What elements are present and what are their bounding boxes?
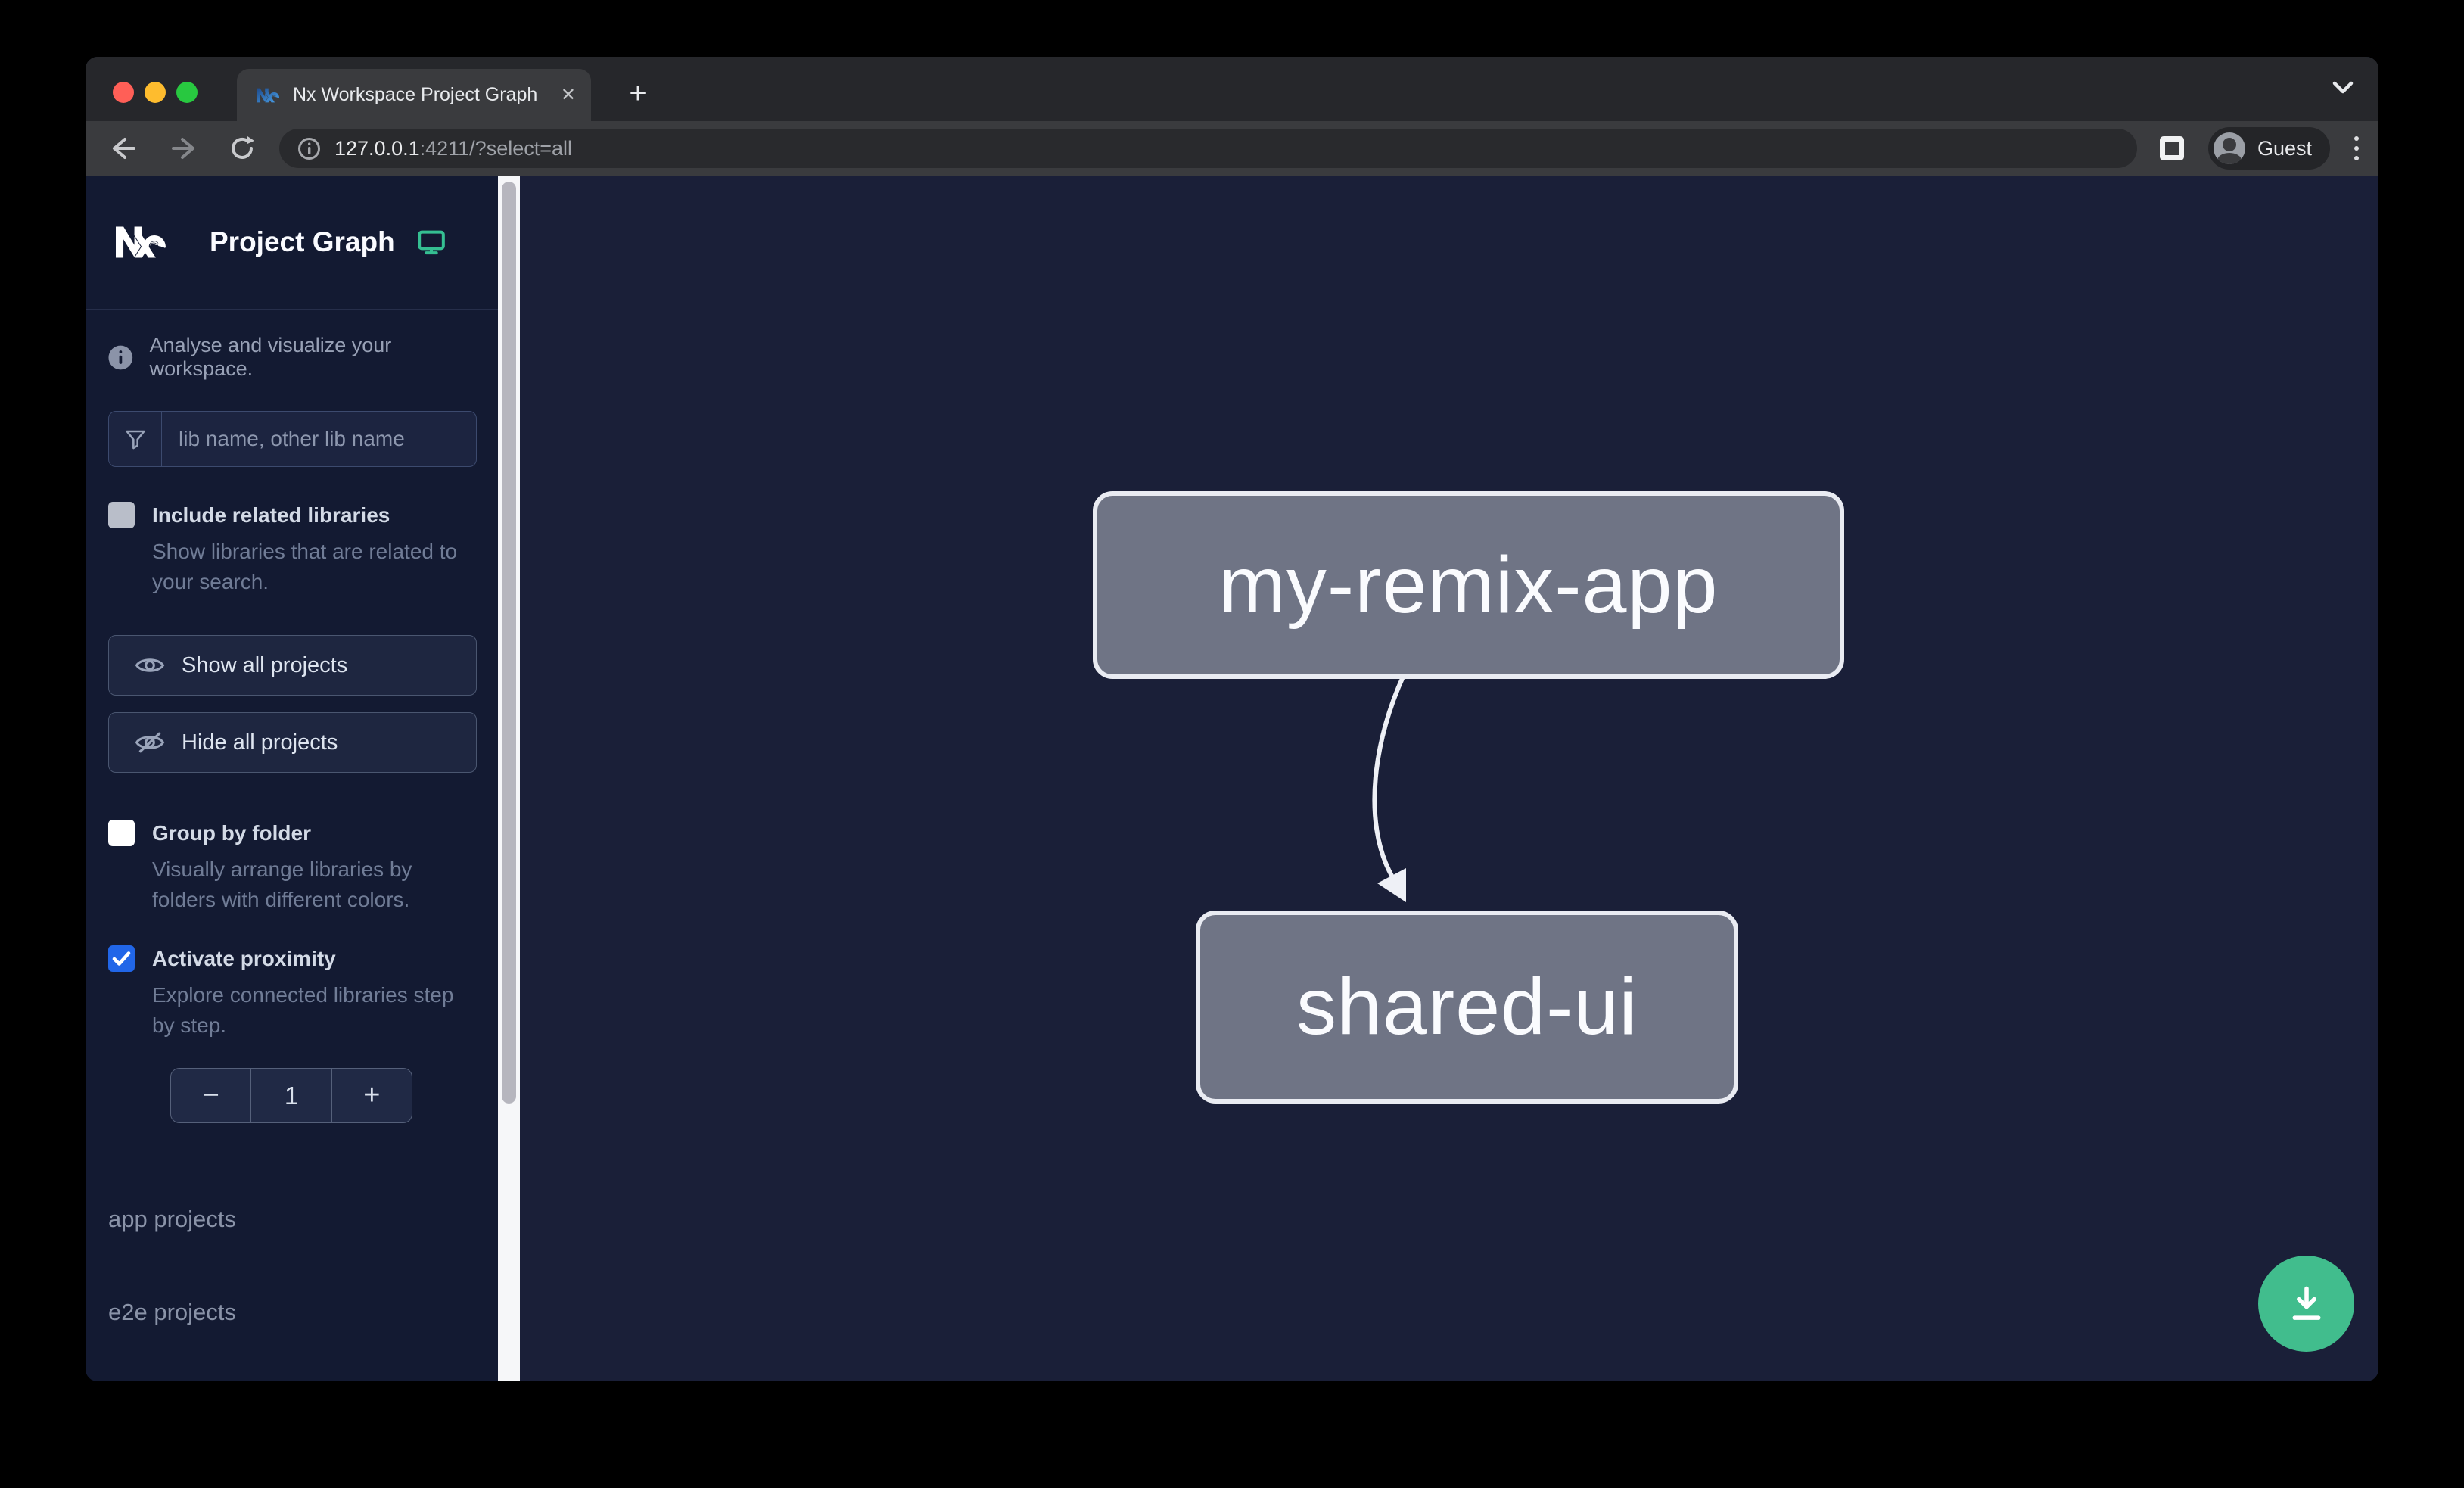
- sidebar-scrollbar[interactable]: [498, 176, 520, 1381]
- url-text: 127.0.0.1:4211/?select=all: [334, 137, 572, 160]
- scrollbar-thumb[interactable]: [502, 182, 516, 1104]
- avatar: [2213, 132, 2245, 164]
- node-label: my-remix-app: [1218, 540, 1719, 630]
- filter-box: [108, 411, 477, 467]
- section-label: e2e projects: [108, 1299, 236, 1325]
- section-e2e-projects: e2e projects: [108, 1299, 477, 1346]
- option-include-related: Include related libraries Show libraries…: [108, 500, 477, 597]
- new-tab-button[interactable]: +: [629, 76, 647, 110]
- edge-arrowhead: [1377, 868, 1406, 902]
- reload-icon[interactable]: [228, 134, 257, 163]
- browser-window: Nx Workspace Project Graph ✕ +: [86, 57, 2378, 1381]
- sidebar: Project Graph Analyse and visualize your…: [86, 176, 498, 1381]
- tab-title: Nx Workspace Project Graph: [293, 84, 538, 105]
- node-shared-ui[interactable]: shared-ui: [1196, 911, 1738, 1104]
- eye-icon: [135, 658, 165, 672]
- forward-icon[interactable]: [169, 135, 198, 161]
- zoom-window-button[interactable]: [176, 82, 198, 103]
- node-label: shared-ui: [1296, 962, 1638, 1051]
- option-description: Explore connected libraries step by step…: [152, 983, 454, 1037]
- show-all-projects-label: Show all projects: [182, 652, 348, 677]
- node-my-remix-app[interactable]: my-remix-app: [1093, 491, 1844, 679]
- eye-off-icon: [135, 732, 165, 753]
- option-group-by-folder: Group by folder Visually arrange librari…: [108, 818, 477, 915]
- option-label[interactable]: Activate proximity: [152, 947, 336, 970]
- edge-layer: [1372, 673, 1406, 902]
- tab-favicon-nx: [257, 88, 279, 102]
- monitor-icon[interactable]: [416, 227, 446, 257]
- stepper-increment-button[interactable]: +: [363, 1079, 381, 1111]
- hide-all-projects-label: Hide all projects: [182, 730, 338, 755]
- show-all-projects-button[interactable]: Show all projects: [108, 635, 477, 696]
- address-bar[interactable]: 127.0.0.1:4211/?select=all: [279, 129, 2137, 168]
- check-icon: [112, 951, 131, 966]
- tab-close-icon[interactable]: ✕: [560, 85, 576, 105]
- download-graph-button[interactable]: [2258, 1256, 2354, 1352]
- page-title: Project Graph: [210, 226, 395, 257]
- site-info-icon[interactable]: [297, 137, 321, 160]
- hide-all-projects-button[interactable]: Hide all projects: [108, 712, 477, 773]
- menu-kebab-icon[interactable]: [2354, 136, 2359, 160]
- checkbox-activate-proximity[interactable]: [108, 945, 135, 972]
- section-app-projects: app projects: [108, 1206, 477, 1253]
- back-icon[interactable]: [110, 135, 138, 161]
- browser-toolbar: 127.0.0.1:4211/?select=all Guest: [86, 121, 2378, 176]
- section-label: app projects: [108, 1206, 236, 1232]
- url-host: 127.0.0.1: [334, 136, 420, 160]
- edge-my-remix-app-to-shared-ui: [1372, 673, 1406, 878]
- tab-strip: Nx Workspace Project Graph ✕ +: [86, 57, 2378, 121]
- filter-input[interactable]: [162, 412, 476, 466]
- tagline-text: Analyse and visualize your workspace.: [149, 334, 392, 380]
- tagline-row: Analyse and visualize your workspace.: [108, 334, 477, 381]
- filter-icon: [125, 430, 145, 450]
- stepper-decrement-button[interactable]: −: [202, 1079, 219, 1111]
- filter-funnel-cell: [109, 412, 162, 466]
- download-icon: [2292, 1286, 2320, 1320]
- proximity-stepper: − 1 +: [170, 1068, 412, 1123]
- option-label[interactable]: Group by folder: [152, 821, 311, 845]
- option-description: Show libraries that are related to your …: [152, 540, 458, 593]
- option-description: Visually arrange libraries by folders wi…: [152, 858, 412, 911]
- profile-label: Guest: [2257, 136, 2312, 160]
- url-path: :4211/?select=all: [419, 136, 573, 160]
- info-icon: [108, 345, 133, 369]
- sidebar-header: Project Graph: [108, 176, 477, 309]
- option-label[interactable]: Include related libraries: [152, 503, 390, 527]
- stepper-value: 1: [250, 1069, 332, 1122]
- minimize-window-button[interactable]: [145, 82, 166, 103]
- chevron-down-icon[interactable]: [2330, 79, 2356, 96]
- nx-logo: [116, 226, 166, 258]
- option-activate-proximity: Activate proximity Explore connected lib…: [108, 944, 477, 1041]
- checkbox-group-by-folder[interactable]: [108, 820, 135, 846]
- traffic-lights: [113, 82, 198, 103]
- profile-button[interactable]: Guest: [2207, 127, 2330, 170]
- close-window-button[interactable]: [113, 82, 134, 103]
- header-divider: [86, 309, 498, 310]
- tab-nx-workspace-project-graph[interactable]: Nx Workspace Project Graph ✕: [237, 69, 591, 121]
- checkbox-include-related[interactable]: [108, 502, 135, 528]
- project-graph-canvas[interactable]: my-remix-app shared-ui: [520, 176, 2378, 1381]
- side-panel-icon[interactable]: [2159, 136, 2184, 160]
